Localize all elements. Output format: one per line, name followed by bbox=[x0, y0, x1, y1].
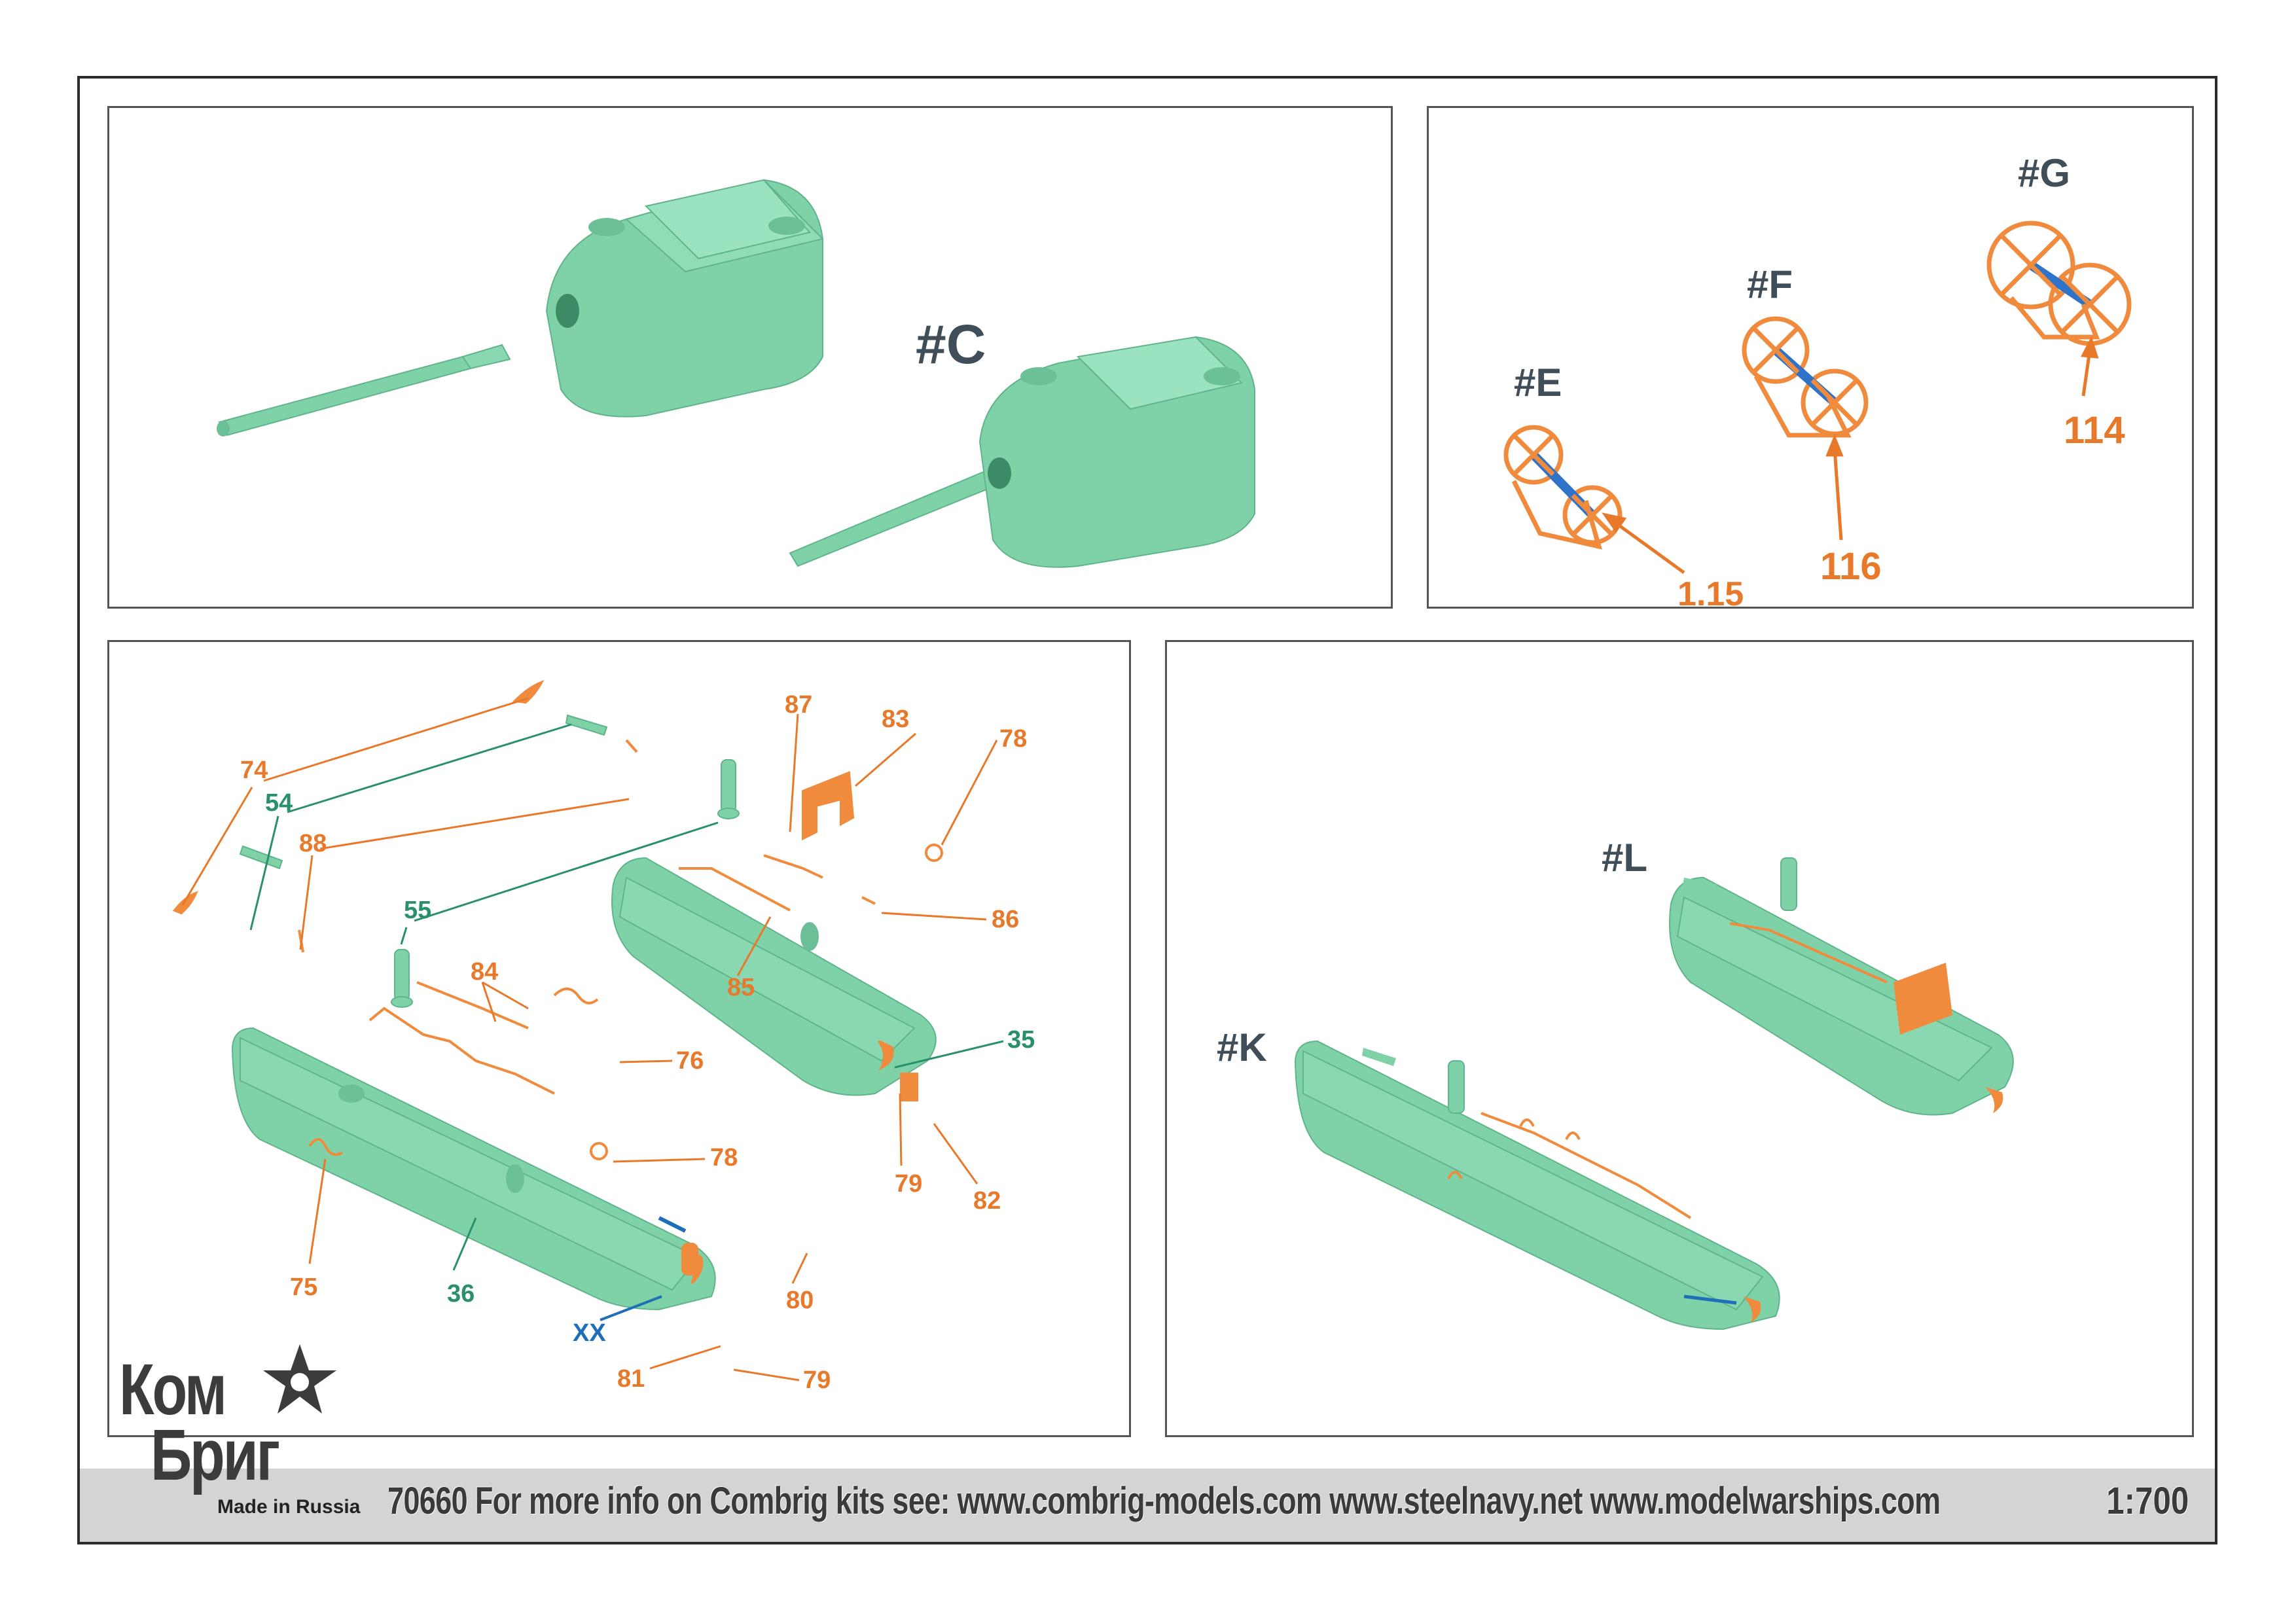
logo-line-1: Ком bbox=[119, 1349, 227, 1430]
part-number-35: 35 bbox=[1007, 1026, 1035, 1054]
logo-subtitle: Made in Russia bbox=[217, 1496, 361, 1518]
model-k bbox=[1294, 1040, 1780, 1330]
reels-panel: #E #F #G bbox=[1427, 106, 2194, 609]
assembly-leaders bbox=[181, 697, 1004, 1382]
part-number-80: 80 bbox=[786, 1287, 814, 1314]
turret-assembled bbox=[789, 336, 1255, 568]
part-number-85: 85 bbox=[727, 974, 755, 1001]
hull-lower bbox=[231, 1027, 716, 1311]
part-number-83: 83 bbox=[882, 705, 909, 733]
reel-g bbox=[1986, 221, 2132, 346]
result-panel: #L #K bbox=[1165, 640, 2194, 1437]
funnel-parts bbox=[391, 759, 740, 1008]
footer-info-text: 70660 For more info on Combrig kits see:… bbox=[387, 1480, 1941, 1522]
star-icon bbox=[263, 1344, 336, 1414]
part-number-84: 84 bbox=[471, 958, 498, 986]
etch-parts bbox=[172, 680, 943, 1285]
part-number-reel-f: 116 bbox=[1820, 545, 1882, 588]
footer-bar: 70660 For more info on Combrig kits see:… bbox=[80, 1469, 2215, 1542]
part-number-78a: 78 bbox=[999, 725, 1027, 753]
model-label-l: #L bbox=[1602, 836, 1647, 880]
model-l bbox=[1669, 857, 2014, 1116]
part-label-f: #F bbox=[1747, 262, 1793, 306]
part-number-82: 82 bbox=[973, 1187, 1001, 1215]
hull-upper bbox=[611, 857, 937, 1096]
part-number-75: 75 bbox=[290, 1274, 317, 1301]
part-label-e: #E bbox=[1514, 361, 1562, 404]
reel-f bbox=[1742, 316, 1869, 438]
part-number-76: 76 bbox=[676, 1047, 704, 1075]
reel-e bbox=[1503, 425, 1623, 550]
assembly-panel: 74 54 88 55 87 83 78 86 35 85 76 84 78 7… bbox=[107, 640, 1131, 1437]
turret-panel: #C bbox=[107, 106, 1393, 609]
scale-label: 1:700 bbox=[2106, 1480, 2189, 1522]
assembly-drawing: 74 54 88 55 87 83 78 86 35 85 76 84 78 7… bbox=[172, 680, 1035, 1394]
part-number-78b: 78 bbox=[710, 1144, 738, 1171]
part-number-86: 86 bbox=[992, 906, 1019, 933]
part-number-xx: XX bbox=[573, 1319, 606, 1347]
combrig-logo: Ком Бриг Made in Russia bbox=[119, 1342, 360, 1538]
instruction-sheet: #C #E #F #G bbox=[77, 76, 2217, 1544]
part-number-reel-e: 1.15 bbox=[1677, 575, 1744, 609]
part-label-g: #G bbox=[2018, 151, 2070, 195]
part-number-81: 81 bbox=[617, 1365, 645, 1393]
gun-parts bbox=[239, 714, 608, 870]
loose-gun-barrel bbox=[217, 344, 511, 437]
turret-drawing: #C bbox=[217, 179, 1255, 568]
part-number-87: 87 bbox=[785, 691, 812, 719]
part-number-55: 55 bbox=[404, 897, 431, 924]
part-number-reel-g: 114 bbox=[2064, 409, 2125, 452]
part-number-74: 74 bbox=[240, 757, 268, 784]
part-number-88: 88 bbox=[299, 830, 327, 857]
part-number-79b: 79 bbox=[895, 1170, 922, 1198]
turret-housing-empty bbox=[545, 179, 824, 418]
part-number-79a: 79 bbox=[803, 1366, 831, 1394]
part-number-36: 36 bbox=[447, 1280, 475, 1308]
part-number-54: 54 bbox=[265, 789, 293, 817]
logo-line-2: Бриг bbox=[151, 1415, 280, 1495]
reel-leaders bbox=[1602, 336, 2099, 575]
reels-drawing: #E #F #G bbox=[1503, 151, 2132, 609]
shaft-part bbox=[658, 1216, 687, 1233]
part-label-c: #C bbox=[916, 313, 986, 375]
model-label-k: #K bbox=[1217, 1026, 1267, 1069]
result-drawing: #L #K bbox=[1217, 836, 2014, 1330]
